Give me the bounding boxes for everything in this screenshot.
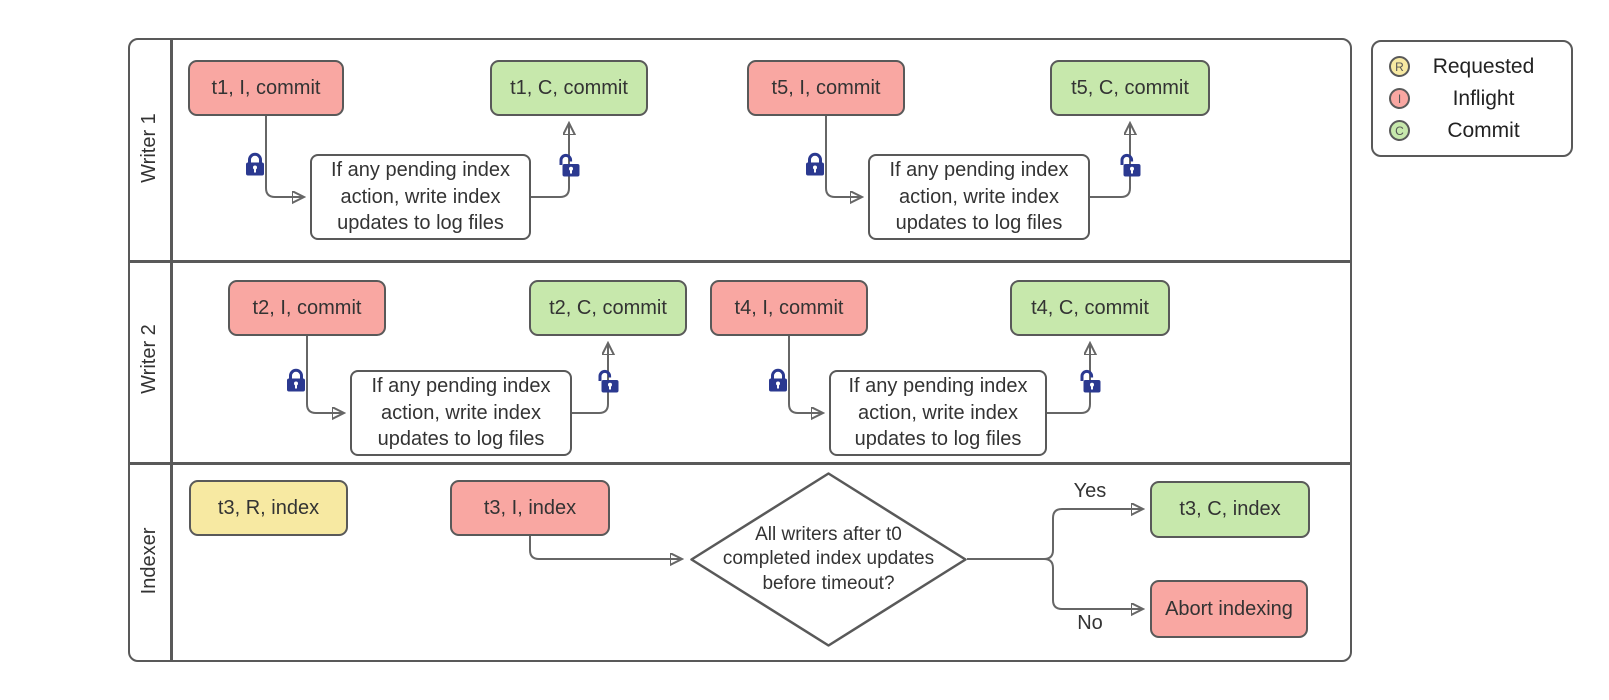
legend-label-commit: Commit [1447, 118, 1520, 142]
legend: R Requested I Inflight C Commit [1371, 40, 1573, 157]
legend-label-requested: Requested [1432, 54, 1535, 78]
edge-label-yes: Yes [1073, 480, 1107, 502]
node-t5-inflight-commit: t5, I, commit [747, 60, 905, 116]
node-action-writer1-b: If any pending index action, write index… [868, 154, 1090, 240]
edge-action-to-t5c [1090, 124, 1130, 198]
node-t2-commit-commit: t2, C, commit [529, 280, 687, 336]
edge-label-no: No [1077, 612, 1103, 634]
edge-action-to-t1c [531, 124, 569, 198]
lock-open-icon [598, 369, 619, 393]
node-action-writer2-b: If any pending index action, write index… [829, 370, 1047, 456]
legend-letter: I [1397, 91, 1402, 106]
lane-divider-writer1-writer2 [130, 260, 1350, 263]
lock-closed-icon [287, 368, 305, 392]
node-t3-inflight-index: t3, I, index [450, 480, 610, 536]
edge-action-to-t4c [1047, 344, 1090, 414]
decision-question: All writers after t0 completed index upd… [722, 524, 935, 594]
edge-t2i-to-action [306, 336, 343, 413]
node-t5-commit-commit: t5, C, commit [1050, 60, 1210, 116]
requested-state-icon: R [1389, 56, 1410, 77]
edge-t5i-to-action [825, 116, 861, 197]
legend-letter: C [1395, 123, 1404, 138]
edge-t3i-to-decision [529, 536, 681, 559]
lane-divider-writer2-indexer [130, 462, 1350, 465]
node-action-writer2-a: If any pending index action, write index… [350, 370, 572, 456]
legend-letter: R [1395, 59, 1404, 74]
node-t1-commit-commit: t1, C, commit [490, 60, 648, 116]
node-t3-commit-index: t3, C, index [1150, 481, 1310, 538]
legend-row-commit: C Commit [1389, 115, 1557, 147]
decision-diamond: All writers after t0 completed index upd… [690, 472, 967, 647]
node-t2-inflight-commit: t2, I, commit [228, 280, 386, 336]
legend-label-inflight: Inflight [1452, 86, 1515, 110]
node-t4-commit-commit: t4, C, commit [1010, 280, 1170, 336]
node-action-writer1-a: If any pending index action, write index… [310, 154, 531, 240]
commit-state-icon: C [1389, 120, 1410, 141]
node-t4-inflight-commit: t4, I, commit [710, 280, 868, 336]
lock-closed-icon [806, 152, 824, 176]
edge-t1i-to-action [265, 116, 303, 197]
node-abort-indexing: Abort indexing [1150, 580, 1308, 638]
lock-open-icon [1120, 153, 1141, 177]
legend-row-requested: R Requested [1389, 51, 1557, 83]
node-t3-requested-index: t3, R, index [189, 480, 348, 536]
lock-closed-icon [246, 152, 264, 176]
inflight-state-icon: I [1389, 88, 1410, 109]
edge-yes-branch [1043, 509, 1142, 560]
edge-no-branch [1043, 558, 1142, 609]
legend-row-inflight: I Inflight [1389, 83, 1557, 115]
lock-open-icon [559, 153, 580, 177]
edge-action-to-t2c [572, 344, 608, 414]
lock-closed-icon [769, 368, 787, 392]
lock-open-icon [1080, 369, 1101, 393]
edge-t4i-to-action [788, 336, 822, 413]
node-t1-inflight-commit: t1, I, commit [188, 60, 344, 116]
lane-label-column-divider [170, 40, 173, 660]
decision-diamond-shape [690, 472, 967, 647]
